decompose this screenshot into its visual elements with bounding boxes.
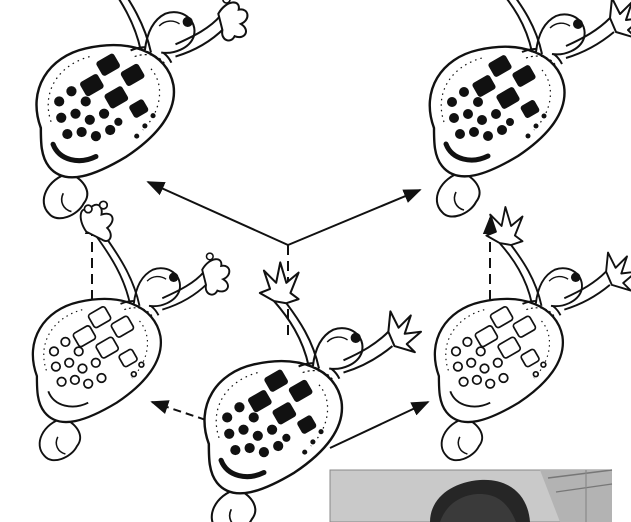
- figure-middle-right: [435, 207, 631, 460]
- arrow-bottom-to-middle-right: [330, 402, 428, 448]
- figure-middle-left: [33, 201, 229, 460]
- person-photo: [330, 470, 612, 522]
- arrow-center-to-top-left: [148, 182, 288, 245]
- figure-top-right: [430, 0, 631, 217]
- figure-top-left: [36, 0, 247, 218]
- arrow-center-to-top-right: [288, 190, 420, 245]
